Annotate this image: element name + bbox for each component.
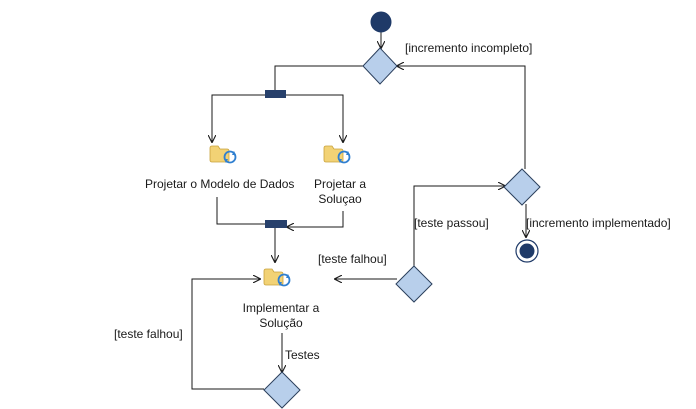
fork-bar[interactable] <box>265 90 286 98</box>
guard-incremento-implementado: [incremento implementado] <box>526 216 671 230</box>
activity-refresh-icon[interactable] <box>263 268 291 287</box>
merge-diamond[interactable] <box>362 47 398 85</box>
initial-node[interactable] <box>370 11 392 33</box>
guard-teste-falhou-left: [teste falhou] <box>114 327 183 341</box>
guard-testes: Testes <box>285 348 320 362</box>
activity-refresh-icon[interactable] <box>209 145 237 164</box>
edge-merge-to-fork <box>274 65 363 90</box>
activity-label-implementar-2: Solução <box>259 316 303 330</box>
edge-teste-falhou-left <box>191 279 264 390</box>
edges <box>191 32 526 390</box>
guard-teste-falhou-right: [teste falhou] <box>318 252 387 266</box>
guard-incremento-incompleto: [incremento incompleto] <box>405 41 533 55</box>
edge-solucao-to-join <box>287 211 344 227</box>
guard-teste-passou: [teste passou] <box>414 216 489 230</box>
testes-decision-diamond[interactable] <box>263 371 301 409</box>
edge-teste-passou <box>413 186 505 266</box>
activity-label-implementar-1: Implementar a <box>242 301 320 315</box>
activity-refresh-icon[interactable] <box>323 145 351 164</box>
join-bar[interactable] <box>265 220 287 228</box>
activity-label-modelo: Projetar o Modelo de Dados <box>145 177 295 191</box>
edge-fork-to-modelo <box>212 94 265 142</box>
edge-fork-to-solucao <box>286 94 343 142</box>
edge-incremento-incompleto <box>397 66 526 169</box>
edge-modelo-to-join <box>216 197 265 225</box>
activity-label-solucao-1: Projetar a <box>313 177 367 191</box>
teste-decision-diamond[interactable] <box>395 265 433 303</box>
final-node-inner <box>519 243 535 259</box>
activity-label-solucao-2: Soluçao <box>318 192 362 206</box>
incremento-decision-diamond[interactable] <box>503 168 541 206</box>
